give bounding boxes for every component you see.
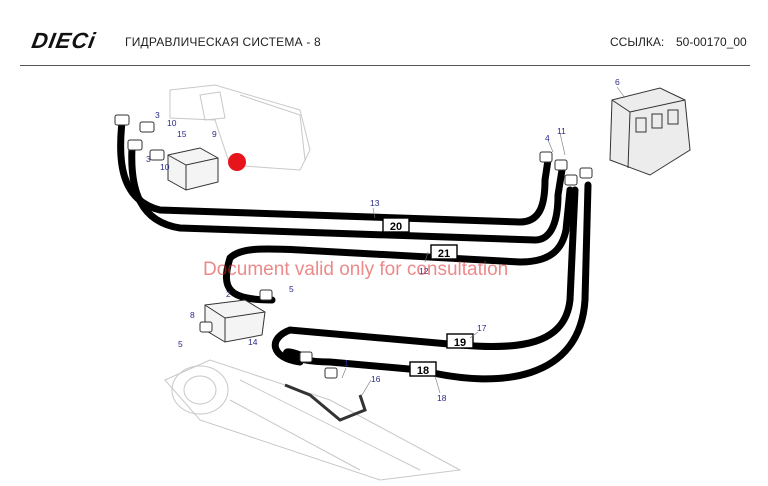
- callout-12: 12: [419, 266, 429, 276]
- callout-13: 13: [370, 198, 380, 208]
- control-valve: [609, 87, 691, 176]
- page-header: DIECi ГИДРАВЛИЧЕСКАЯ СИСТЕМА - 8 ССЫЛКА:…: [0, 0, 768, 66]
- hose-20: [117, 118, 552, 226]
- red-marker-dot: [228, 153, 246, 171]
- callout-10-bottom: 10: [160, 162, 170, 172]
- reference-code: 50-00170_00: [676, 35, 747, 49]
- reference-label: ССЫЛКА:: [610, 35, 665, 49]
- callout-14: 14: [248, 337, 258, 347]
- lower-valve-block: [204, 299, 266, 343]
- hose-18: [283, 181, 592, 383]
- callout-16: 16: [371, 374, 381, 384]
- callout-1: 1: [344, 358, 349, 368]
- fittings: [114, 114, 593, 379]
- page-title: ГИДРАВЛИЧЕСКАЯ СИСТЕМА - 8: [125, 35, 321, 49]
- callout-2: 2: [226, 289, 231, 299]
- callout-6: 6: [615, 77, 620, 87]
- hose-tag-20: 20: [390, 221, 402, 233]
- callout-5-top: 5: [289, 284, 294, 294]
- tube-16: [284, 383, 367, 422]
- callout-3-bottom: 3: [146, 154, 151, 164]
- hose-tag-21: 21: [438, 248, 450, 260]
- callout-15: 15: [177, 129, 187, 139]
- callout-leaders: [341, 86, 626, 396]
- background-outline: [164, 84, 462, 481]
- callout-3-top: 3: [155, 110, 160, 120]
- hose-tag-18: 18: [417, 365, 429, 377]
- callout-8: 8: [190, 310, 195, 320]
- hose-tags: 20 21 19 18: [382, 217, 474, 377]
- watermark-text: Document valid only for consultation: [203, 259, 509, 280]
- callout-18: 18: [437, 393, 447, 403]
- callout-17: 17: [477, 323, 487, 333]
- hose-12: [222, 186, 574, 304]
- hose-tag-19: 19: [454, 337, 466, 349]
- upper-valve-block: [167, 147, 219, 191]
- callout-11: 11: [557, 126, 566, 136]
- callouts: 3 10 15 9 3 10 6 11 4 13 12 2 5 8 5 14 1…: [146, 77, 620, 403]
- callout-5-bottom: 5: [178, 339, 183, 349]
- hose-21: [128, 144, 566, 244]
- header-divider: [20, 65, 750, 66]
- callout-9: 9: [212, 129, 217, 139]
- callout-10-top: 10: [167, 118, 177, 128]
- callout-4: 4: [545, 133, 550, 143]
